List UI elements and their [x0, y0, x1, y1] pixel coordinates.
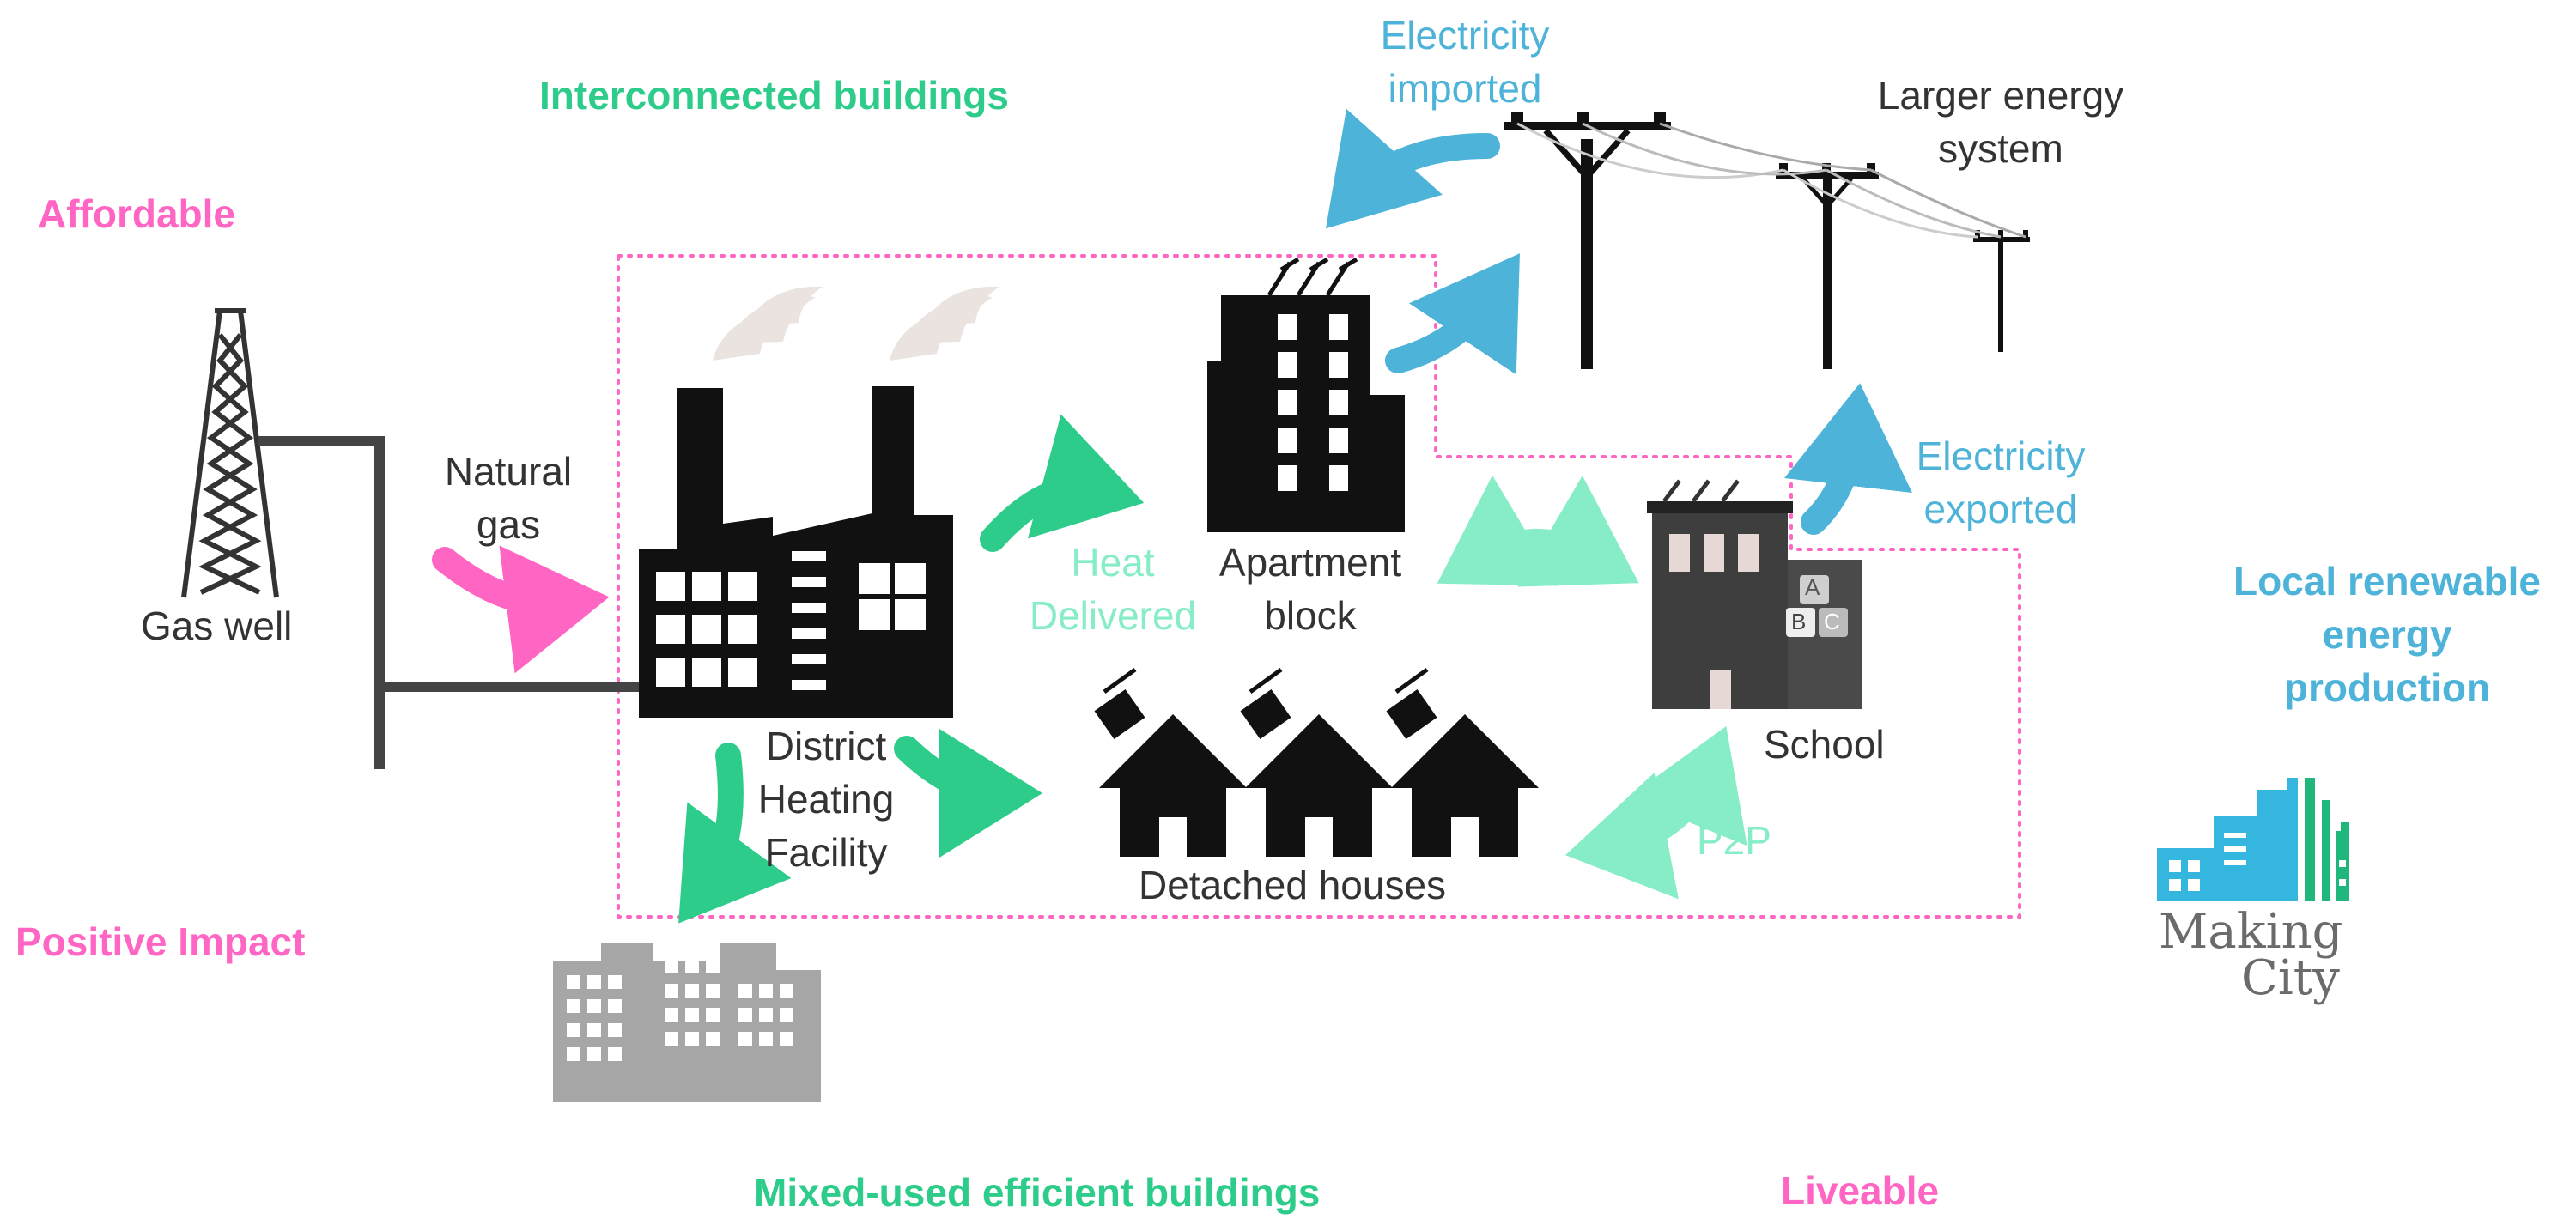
school-letter-c: C: [1824, 609, 1840, 634]
label-local-renewable-line1: Local renewable: [2233, 559, 2541, 603]
electricity-exported-arrow: [1783, 383, 1913, 535]
label-affordable: Affordable: [38, 191, 235, 236]
label-electricity-exported-line2: exported: [1923, 487, 2078, 531]
label-positive-impact: Positive Impact: [15, 919, 306, 964]
label-mixed-used-buildings: Mixed-used efficient buildings: [754, 1170, 1321, 1215]
school-icon: [1647, 479, 1862, 709]
detached-houses-icon: [1095, 670, 1539, 857]
label-local-renewable-energy: Local renewable energy production: [2207, 555, 2567, 714]
factory-icon: [639, 386, 953, 718]
label-interconnected-buildings: Interconnected buildings: [539, 73, 1009, 118]
apartment-block-icon: [1207, 257, 1405, 532]
apartment-school-exchange-arrow: [1437, 475, 1639, 587]
label-apartment-block: Apartment block: [1199, 536, 1422, 642]
logo-text-making: Making: [2159, 904, 2343, 960]
natural-gas-arrow: [432, 545, 610, 674]
label-electricity-imported-line1: Electricity: [1380, 13, 1550, 58]
gas-well-icon: [181, 308, 279, 598]
school-letter-b: B: [1791, 609, 1807, 634]
label-liveable: Liveable: [1781, 1168, 1940, 1213]
label-apartment-block-line1: Apartment: [1218, 540, 1402, 585]
label-gas-well: Gas well: [141, 603, 293, 648]
heat-to-apartment-arrow: [980, 414, 1145, 552]
label-larger-energy-system-line1: Larger energy: [1877, 73, 2124, 118]
label-electricity-exported: Electricity exported: [1872, 429, 2129, 536]
apartment-to-grid-arrow: [1385, 253, 1520, 375]
label-natural-gas-line2: gas: [476, 502, 541, 547]
label-larger-energy-system-line2: system: [1938, 126, 2063, 171]
label-school: School: [1764, 722, 1885, 767]
heat-to-gray-buildings-arrow: [678, 743, 792, 924]
label-heat-delivered-line2: Delivered: [1029, 593, 1197, 638]
heat-to-houses-arrow: [894, 728, 1042, 858]
label-electricity-exported-line1: Electricity: [1916, 434, 2086, 478]
label-detached-houses: Detached houses: [1139, 863, 1447, 907]
power-lines-icon: [1504, 112, 2030, 369]
label-local-renewable-line3: production: [2283, 665, 2491, 710]
electricity-imported-arrow: [1326, 108, 1500, 229]
label-larger-energy-system: Larger energy system: [1846, 69, 2155, 175]
label-district-heating-facility: District Heating Facility: [726, 719, 926, 879]
logo-text-city: City: [2241, 950, 2340, 1006]
makingcity-logo: [2157, 778, 2349, 901]
label-natural-gas-line1: Natural: [444, 449, 573, 494]
label-local-renewable-line2: energy: [2322, 612, 2452, 657]
label-natural-gas: Natural gas: [422, 445, 594, 551]
label-heat-delivered-line1: Heat: [1071, 540, 1155, 585]
label-heat-delivered: Heat Delivered: [1010, 536, 1216, 642]
label-apartment-block-line2: block: [1264, 593, 1357, 638]
label-electricity-imported: Electricity imported: [1336, 9, 1594, 115]
label-district-heating-line1: District: [765, 724, 887, 768]
label-p2p: P2P: [1697, 818, 1771, 863]
label-district-heating-line2: Heating: [757, 777, 895, 822]
label-district-heating-line3: Facility: [764, 830, 888, 875]
label-electricity-imported-line2: imported: [1388, 66, 1542, 111]
gray-buildings-icon: [553, 943, 821, 1102]
gas-pipe: [258, 436, 642, 769]
smoke-icon: [713, 286, 999, 361]
p2p-exchange-arrow: [1564, 725, 1747, 900]
school-letter-a: A: [1805, 574, 1820, 600]
